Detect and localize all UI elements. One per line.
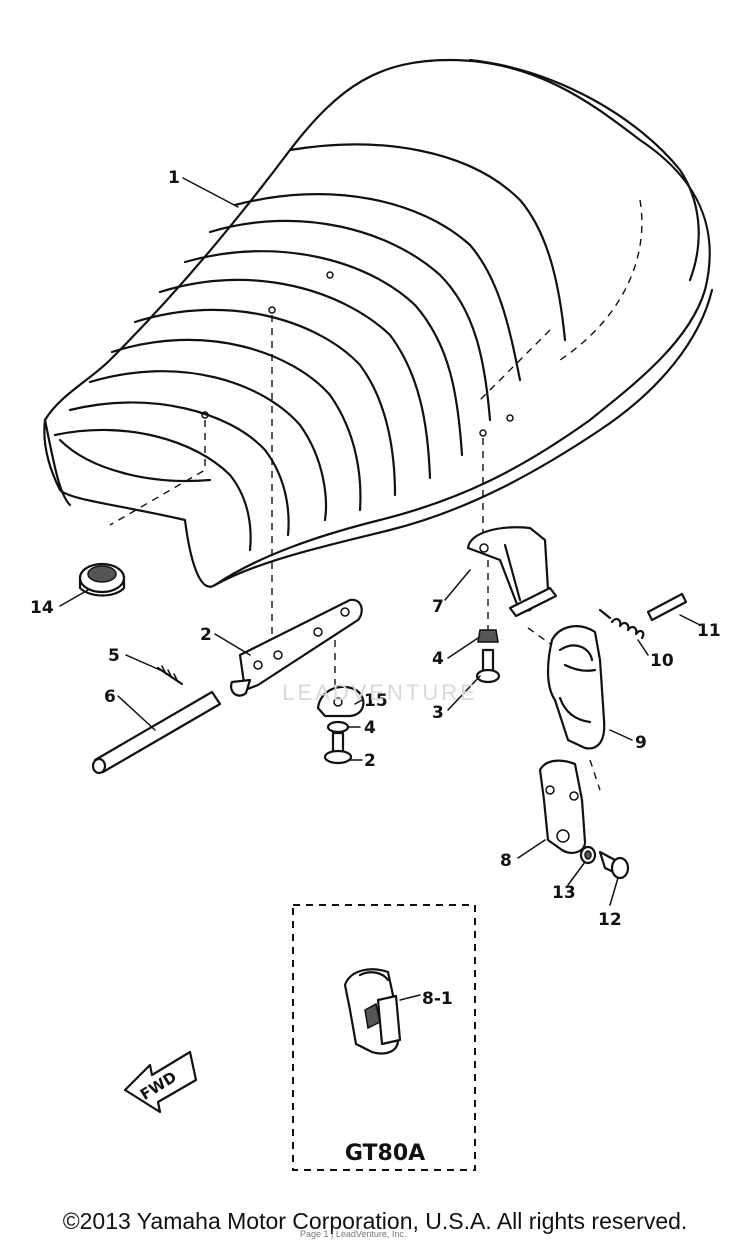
plate-part-15 [316, 685, 365, 718]
callout-12: 12 [598, 910, 622, 930]
grommet-part-14 [78, 562, 126, 597]
watermark: LEADVENTURE [282, 680, 478, 705]
callout-2b: 2 [364, 751, 376, 771]
callout-7: 7 [432, 597, 444, 617]
inset-gt80a: GT80A [292, 904, 476, 1171]
fwd-arrow: FWD [123, 1050, 198, 1114]
callout-9: 9 [635, 733, 647, 753]
footer-note: Page 1 | LeadVenture, Inc. [300, 1229, 407, 1239]
copyright-notice: ©2013 Yamaha Motor Corporation, U.S.A. A… [62, 1208, 688, 1234]
callouts: 1 14 2 5 6 15 4 2 7 4 3 9 10 11 8 13 12 … [30, 168, 721, 1009]
callout-5: 5 [108, 646, 120, 666]
callout-8-1: 8-1 [422, 989, 453, 1009]
cotter-part-5 [156, 665, 184, 686]
callout-10: 10 [650, 651, 674, 671]
callout-13: 13 [552, 883, 576, 903]
parts-diagram: GT80A FWD 1 14 2 5 6 15 4 2 7 4 [30, 58, 721, 1171]
bolt-part-12 [598, 850, 630, 880]
pin-part-11 [646, 592, 688, 622]
washer-part-4-left [326, 720, 350, 734]
rod-part-6 [91, 690, 222, 775]
callout-8: 8 [500, 851, 512, 871]
callout-2a: 2 [200, 625, 212, 645]
washer-part-13 [579, 845, 597, 865]
hinge-bracket-part-7 [466, 526, 558, 618]
callout-11: 11 [697, 621, 721, 641]
seat [43, 58, 714, 588]
callout-3: 3 [432, 703, 444, 723]
bolt-part-3 [475, 648, 501, 684]
callout-14: 14 [30, 598, 54, 618]
latch-part-9 [527, 625, 606, 750]
leader-lines [59, 177, 701, 1001]
callout-6: 6 [104, 687, 116, 707]
inset-label: GT80A [345, 1141, 425, 1166]
bracket-part-2 [230, 598, 363, 697]
bolt-part-2-lower [323, 731, 353, 765]
callout-15: 15 [364, 691, 388, 711]
spring-part-10 [598, 608, 645, 640]
stay-part-8 [538, 759, 601, 854]
nut-part-4-right [477, 629, 499, 643]
callout-4b: 4 [432, 649, 444, 669]
callout-1: 1 [168, 168, 180, 188]
callout-4a: 4 [364, 718, 376, 738]
